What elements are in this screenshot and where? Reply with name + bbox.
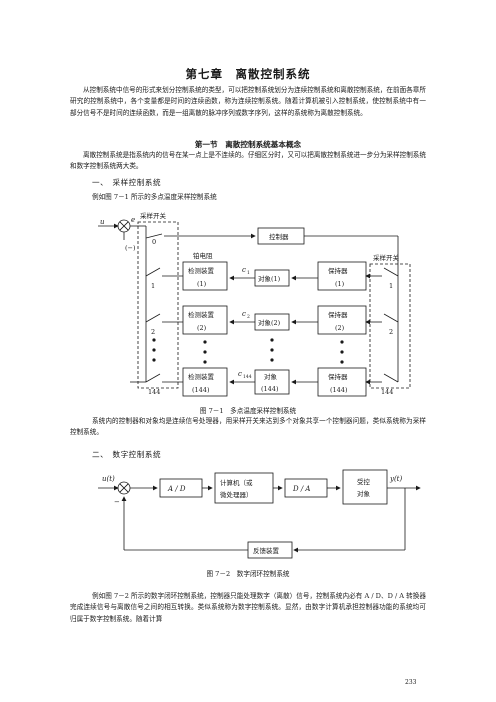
switch-left-1-label: 1 <box>151 282 155 290</box>
hold-144-index: (144) <box>330 386 348 394</box>
subsection-1-title: 一、 采样控制系统 <box>92 178 162 187</box>
c1-label: c <box>242 266 246 274</box>
fig2-output-label: y(t) <box>389 475 402 483</box>
figure-2-caption: 图 7－2 数字闭环控制系统 <box>206 570 290 578</box>
fig1-minus-label: (−) <box>125 244 136 252</box>
c144-subscript: 144 <box>243 374 252 380</box>
c2-subscript: 2 <box>247 314 250 320</box>
feedback-label: 反馈装置 <box>253 546 280 555</box>
left-sampler-box <box>137 221 179 389</box>
switch-right-1-label: 1 <box>389 282 393 290</box>
fig1-sampler-left-label: 采样开关 <box>140 211 167 220</box>
plant-box <box>342 469 388 505</box>
computer-label-line1: 计算机（或 <box>220 478 253 487</box>
right-sampler-box <box>369 263 411 389</box>
switch-left-144-label: 144 <box>148 388 160 396</box>
hold-1-label: 保持器 <box>328 266 348 275</box>
hold-box-1 <box>317 261 367 291</box>
plant-label-line2: 对象 <box>357 489 371 498</box>
object-144-index: (144) <box>261 385 279 393</box>
fig2-minus-label: − <box>114 498 120 506</box>
computer-label-line2: 微处理器） <box>220 490 253 499</box>
c144-label: c <box>238 370 242 378</box>
object-2-label: 对象(2) <box>258 318 281 327</box>
detect-144-label: 检测装置 <box>188 372 215 381</box>
detect-box-2 <box>182 305 228 335</box>
switch-right-2-label: 2 <box>389 328 393 336</box>
detect-box-144 <box>182 367 228 397</box>
fig1-error-label: e <box>131 216 135 224</box>
last-paragraph: 例如图 7－2 所示的数字闭环控制系统，控制器只能处理数字（离散）信号，控制系统… <box>70 592 426 623</box>
detect-2-index: (2) <box>197 324 207 332</box>
object-144-label: 对象 <box>264 372 278 381</box>
controller-label: 控制器 <box>269 232 289 241</box>
hold-2-index: (2) <box>335 324 345 332</box>
thermistor-label: 铂电阻 <box>193 251 213 260</box>
detect-144-index: (144) <box>192 386 210 394</box>
object-1-label: 对象(1) <box>258 274 281 283</box>
fig1-switch-0-label: 0 <box>152 238 156 246</box>
intro-paragraph: 从控制系统中信号的形式来划分控制系统的类型，可以把控制系统划分为连续控制系统和离… <box>70 86 426 117</box>
ad-label: A / D <box>167 485 186 493</box>
detect-box-1 <box>182 261 228 291</box>
section-title: 第一节 离散控制系统基本概念 <box>194 140 302 149</box>
switch-left-2-label: 2 <box>151 328 155 336</box>
section-paragraph: 离散控制系统是指系统内的信号在某一点上是不连续的。仔细区分时，又可以把离散控制系… <box>70 151 426 171</box>
c1-subscript: 1 <box>247 270 250 276</box>
page-number: 233 <box>405 679 417 686</box>
detect-1-label: 检测装置 <box>188 266 215 275</box>
figure-1-caption: 图 7－1 多点温度采样控制系统 <box>199 407 297 415</box>
plant-label-line1: 受控 <box>357 477 371 486</box>
hold-2-label: 保持器 <box>328 310 348 319</box>
chapter-title: 第七章 离散控制系统 <box>185 67 311 81</box>
fig1-input-label: u <box>100 218 105 226</box>
fig2-input-label: u(t) <box>102 475 115 483</box>
c2-label: c <box>242 310 246 318</box>
subsection-2-title: 二、 数字控制系统 <box>92 450 162 459</box>
detect-2-label: 检测装置 <box>188 310 215 319</box>
hold-box-2 <box>317 305 367 335</box>
figure-1-intro: 例如图 7－1 所示的多点温度采样控制系统 <box>92 193 217 201</box>
figure-1-paragraph: 系统内的控制器和对象均是连续信号处理器，用采样开关来达到多个对象共享一个控制器问… <box>70 417 426 437</box>
detect-1-index: (1) <box>197 280 207 288</box>
hold-1-index: (1) <box>335 280 345 288</box>
fig1-sampler-right-label: 采样开关 <box>373 253 400 262</box>
hold-144-label: 保持器 <box>328 372 348 381</box>
da-label: D / A <box>292 485 310 493</box>
switch-right-144-label: 144 <box>381 388 393 396</box>
